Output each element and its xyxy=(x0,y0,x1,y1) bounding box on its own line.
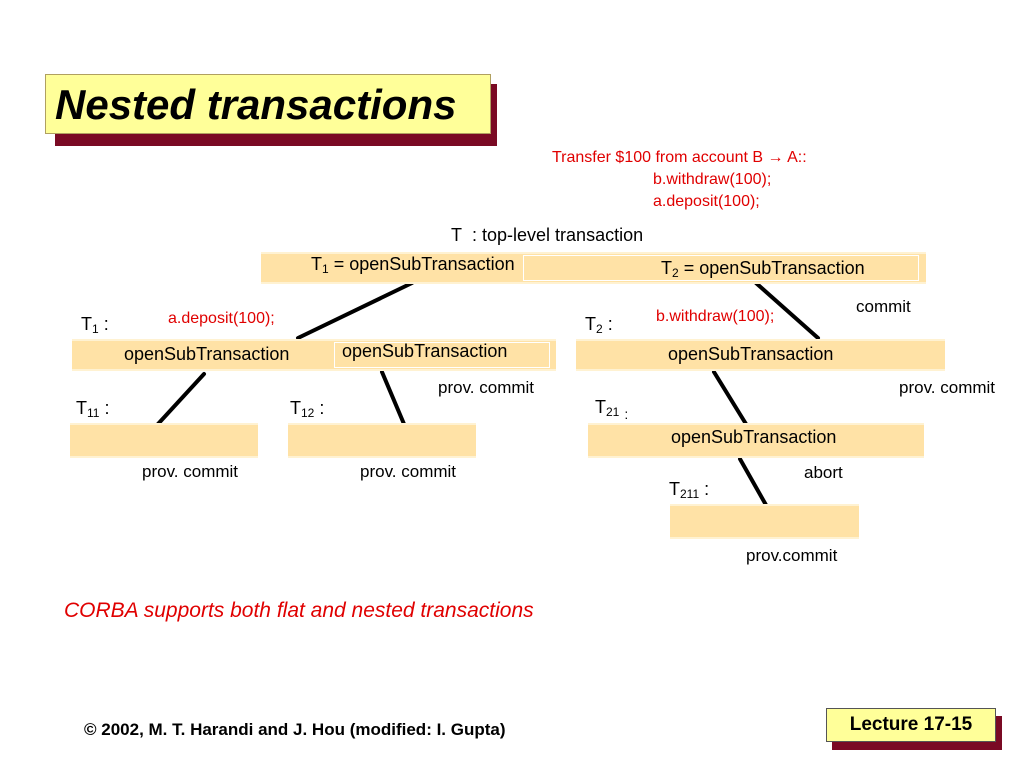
t11-colon: : xyxy=(104,398,110,418)
t21-abort: abort xyxy=(804,463,843,482)
t2-open-label: T2 = openSubTransaction xyxy=(661,258,865,279)
t211-prov-commit: prov.commit xyxy=(746,546,838,565)
t1-colon: : xyxy=(103,314,109,334)
t12-name: T xyxy=(290,398,301,418)
edge-t2-t21 xyxy=(712,370,748,426)
transfer-description: Transfer $100 from account B → A:: xyxy=(552,149,807,167)
t2-prov-commit: prov. commit xyxy=(899,378,996,397)
t21-name: T xyxy=(595,397,606,417)
t1-name: T xyxy=(81,314,92,334)
t21-colon: : xyxy=(624,406,629,422)
top-commit-label: commit xyxy=(856,297,911,316)
t1-label: T1 : xyxy=(81,314,109,335)
t2-colon: : xyxy=(607,314,613,334)
t1-bar-divider xyxy=(334,342,550,368)
t12-colon: : xyxy=(319,398,325,418)
t2-operation: b.withdraw(100); xyxy=(656,308,775,325)
corba-caption: CORBA supports both flat and nested tran… xyxy=(64,599,534,622)
top-name: T xyxy=(451,225,462,245)
edge-t21-t211 xyxy=(738,457,768,507)
t21-sub: 21 xyxy=(606,405,620,419)
top-desc: : top-level transaction xyxy=(472,225,644,245)
t11-label: T11 : xyxy=(76,398,110,419)
top-level-label: T : top-level transaction xyxy=(451,225,643,246)
t2-label: T2 : xyxy=(585,314,613,335)
t12-label: T12 : xyxy=(290,398,324,419)
t211-sub: 211 xyxy=(680,487,700,501)
t211-name: T xyxy=(669,479,680,499)
t2-bar xyxy=(576,339,945,371)
edge-t-t2 xyxy=(754,281,820,340)
t21-bar xyxy=(588,423,924,458)
t21-label: T21 : xyxy=(595,397,628,422)
top-level-bar xyxy=(261,252,926,284)
transfer-withdraw: b.withdraw(100); xyxy=(653,171,772,188)
t1-bar xyxy=(72,339,556,371)
t1-open-text: = openSubTransaction xyxy=(333,254,515,274)
t211-label: T211 : xyxy=(669,479,709,500)
t1-open-sub: 1 xyxy=(322,262,329,276)
t12-prov-commit: prov. commit xyxy=(360,462,457,481)
t1-sub: 1 xyxy=(92,322,99,336)
t12-bar xyxy=(288,423,476,458)
t1-open-a: openSubTransaction xyxy=(124,344,290,364)
transfer-line1-end: A:: xyxy=(787,149,807,166)
t11-prov-commit: prov. commit xyxy=(142,462,239,481)
slide-title: Nested transactions xyxy=(45,74,491,134)
top-level-bar-divider xyxy=(523,255,919,281)
transfer-line1: Transfer $100 from account B xyxy=(552,149,764,166)
edge-t1-t11 xyxy=(156,372,206,426)
t2-open-name: T xyxy=(661,258,672,278)
t11-bar xyxy=(70,423,258,458)
edge-t1-t12 xyxy=(380,370,406,426)
t12-sub: 12 xyxy=(301,406,315,420)
transfer-deposit: a.deposit(100); xyxy=(653,193,760,210)
t1-operation: a.deposit(100); xyxy=(168,310,275,327)
t2-open-sub: 2 xyxy=(672,266,679,280)
t211-bar xyxy=(670,504,859,539)
t2-name: T xyxy=(585,314,596,334)
lecture-number: Lecture 17-15 xyxy=(826,708,996,742)
t1-open-name: T xyxy=(311,254,322,274)
t11-sub: 11 xyxy=(87,406,100,420)
t1-prov-commit: prov. commit xyxy=(438,378,535,397)
t2-open: openSubTransaction xyxy=(668,344,834,364)
t2-sub: 2 xyxy=(596,322,603,336)
t1-open-label: T1 = openSubTransaction xyxy=(311,254,515,275)
arrow-right-icon: → xyxy=(767,149,784,166)
t2-open-text: = openSubTransaction xyxy=(683,258,865,278)
t1-open-b: openSubTransaction xyxy=(342,341,508,361)
t211-colon: : xyxy=(704,479,710,499)
copyright-footer: © 2002, M. T. Harandi and J. Hou (modifi… xyxy=(84,720,506,739)
edge-t-t1 xyxy=(296,281,414,340)
t11-name: T xyxy=(76,398,87,418)
t21-open: openSubTransaction xyxy=(671,427,837,447)
